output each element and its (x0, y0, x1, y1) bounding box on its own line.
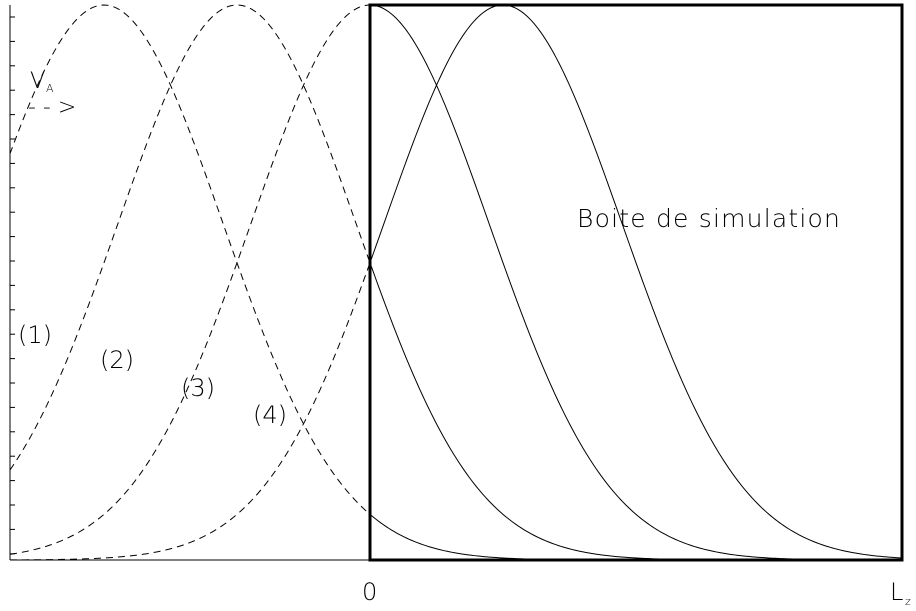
pulse-label-3: (3) (181, 374, 215, 402)
pulse-4-incoming-dashed (9, 265, 370, 561)
simulation-box (368, 3, 904, 562)
pulse-label-2: (2) (100, 346, 134, 374)
y-axis-ticks (10, 16, 15, 555)
pulse-1-incoming-dashed (9, 4, 370, 514)
pulse-1-inside-solid (370, 515, 902, 561)
pulse-4-inside-solid (370, 4, 903, 559)
velocity-arrow: - - > (28, 95, 76, 120)
pulse-label-1: (1) (18, 321, 52, 349)
axis-end-subscript: z (905, 595, 911, 608)
pulse-layer (9, 4, 903, 561)
pulse-3-incoming-dashed (9, 4, 370, 555)
pulse-2-inside-solid (370, 266, 902, 561)
axis-origin-label: 0 (362, 578, 377, 606)
pulse-2-incoming-dashed (9, 4, 370, 471)
simulation-box-label: Boite de simulation (577, 204, 841, 233)
velocity-symbol: V (30, 69, 45, 94)
axis-end-label: L (890, 578, 903, 606)
velocity-subscript: A (46, 82, 54, 95)
pulse-3-inside-solid (371, 4, 902, 561)
pulse-label-4: (4) (253, 401, 287, 429)
